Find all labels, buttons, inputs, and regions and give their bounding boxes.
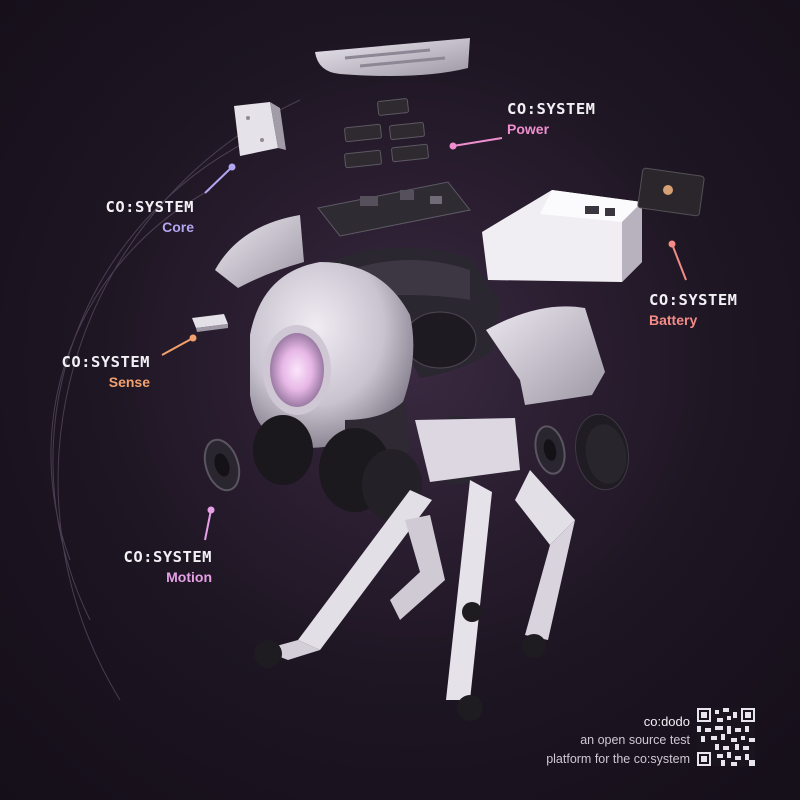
power-label-name: Power — [507, 120, 550, 137]
sense-label-brand: CO:SYSTEM — [61, 353, 150, 371]
torso-frame — [330, 247, 500, 378]
qr-code[interactable] — [697, 708, 755, 766]
power-label-brand: CO:SYSTEM — [507, 100, 596, 118]
hip-motors — [253, 415, 520, 521]
core-label: CO:SYSTEM Core — [105, 198, 195, 235]
battery-label-name: Battery — [649, 311, 698, 328]
battery-pack — [482, 190, 642, 282]
motion-label: CO:SYSTEM Motion — [123, 548, 213, 585]
battery-label-brand: CO:SYSTEM — [649, 291, 738, 309]
power-boards — [344, 98, 429, 169]
core-module — [234, 102, 286, 156]
qr-code-icon — [697, 708, 755, 766]
left-motion-ring — [203, 438, 241, 492]
motion-label-name: Motion — [166, 568, 212, 585]
robot-head — [250, 262, 414, 464]
footer-title: co:dodo — [643, 714, 690, 729]
top-plate — [315, 38, 470, 76]
orbit-arcs — [50, 99, 301, 701]
right-shell — [486, 306, 605, 405]
battery-board — [637, 167, 705, 217]
main-board — [317, 181, 471, 237]
core-label-name: Core — [162, 218, 194, 235]
battery-label: CO:SYSTEM Battery — [649, 291, 738, 328]
right-motion-parts — [534, 413, 629, 491]
core-label-brand: CO:SYSTEM — [105, 198, 194, 216]
sense-module — [192, 314, 228, 332]
sense-label-name: Sense — [108, 373, 150, 390]
power-label: CO:SYSTEM Power — [507, 100, 596, 137]
motion-label-brand: CO:SYSTEM — [123, 548, 212, 566]
leader-lines — [161, 137, 687, 541]
legs — [254, 470, 575, 721]
left-shell — [215, 215, 304, 288]
footer-line-1: an open source test — [580, 733, 690, 747]
footer-caption: co:dodo an open source test platform for… — [546, 712, 690, 769]
sense-label: CO:SYSTEM Sense — [61, 353, 151, 390]
footer-line-2: platform for the co:system — [546, 752, 690, 766]
